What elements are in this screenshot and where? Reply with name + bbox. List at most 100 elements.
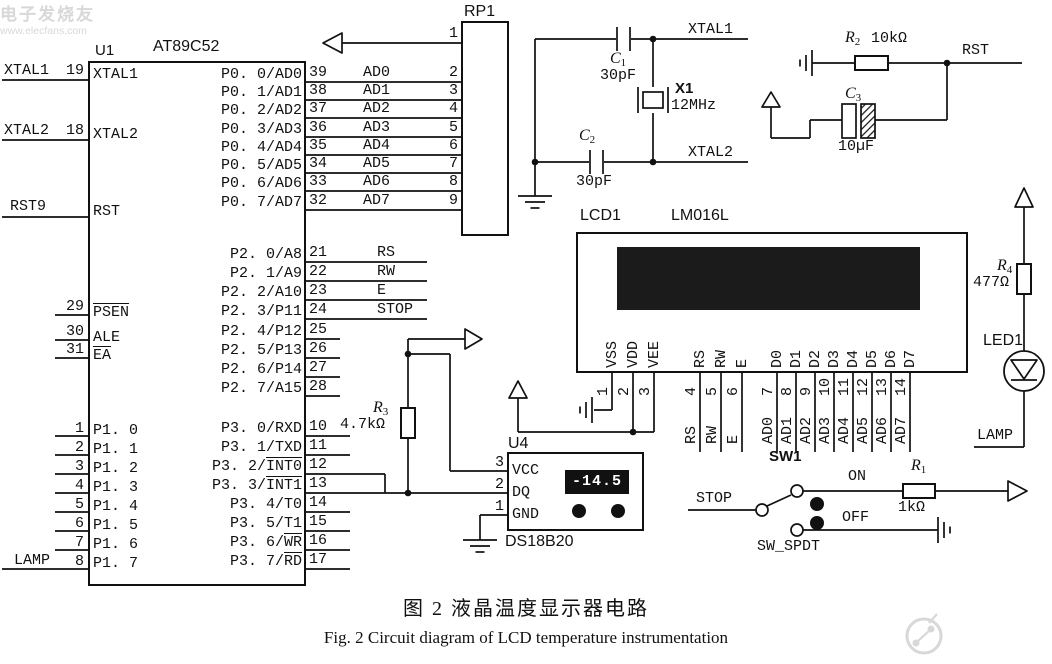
u1-pin-label-p11: P1. 1 (93, 441, 139, 458)
lcd-net-e: E (725, 434, 742, 444)
net-label-rw: RW (377, 263, 396, 280)
watermark-logo-icon (912, 639, 920, 647)
u1-pin-label-p17: P1. 7 (93, 555, 139, 572)
r3-ref: R3 (373, 399, 389, 418)
lcd-net-ad3: AD3 (817, 416, 834, 444)
rp1-ref: RP1 (464, 3, 496, 20)
sw1-off-contact (790, 523, 804, 537)
c3-value: 10µF (838, 138, 875, 155)
lcd-pin-num-3: 3 (637, 386, 654, 396)
u1-pin-num-31: 31 (65, 341, 84, 358)
u1-pin-num-30: 30 (65, 323, 84, 340)
u1-pin-num-18: 18 (65, 122, 84, 139)
lcd-net-ad4: AD4 (836, 416, 853, 444)
u1-pin-label-p20: P2. 0/A8 (229, 246, 302, 263)
sw1-pole-contact (755, 503, 769, 517)
u1-body (88, 61, 306, 586)
lcd-net-rs: RS (683, 425, 700, 444)
u1-pin-label-xtal2: XTAL2 (93, 126, 139, 143)
net-label-rs: RS (377, 244, 396, 261)
u1-pin-label-ale: ALE (93, 329, 121, 346)
u1-pin-num-12: 12 (309, 456, 328, 473)
lcd-pin-num-2: 2 (616, 386, 633, 396)
u1-pin-label-p15: P1. 5 (93, 517, 139, 534)
u1-pin-num-5: 5 (74, 496, 84, 513)
u1-pin-label-p01: P0. 1/AD1 (220, 84, 302, 101)
rp1-pin-num-8: 8 (448, 173, 458, 190)
rp1-pin-num-3: 3 (448, 82, 458, 99)
u1-net-xtal1: XTAL1 (4, 62, 50, 79)
u1-pin-num-24: 24 (309, 301, 328, 318)
c3-plate (841, 103, 857, 139)
rp1-pin-num-6: 6 (448, 137, 458, 154)
lcd-net-ad5: AD5 (855, 416, 872, 444)
u1-pin-label-p16: P1. 6 (93, 536, 139, 553)
watermark-logo-icon (927, 625, 935, 633)
c1-value: 30pF (600, 67, 637, 84)
u1-net-xtal2: XTAL2 (4, 122, 50, 139)
c3-ref: C3 (845, 85, 862, 104)
u4-dot (611, 504, 625, 518)
u1-pin-label-psen: PSEN (93, 304, 130, 321)
lcd-pin-num-14: 14 (893, 377, 910, 396)
lcd-pin-name-e: E (734, 358, 751, 368)
u1-pin-num-22: 22 (309, 263, 328, 280)
lcd-net-ad6: AD6 (874, 416, 891, 444)
lcd-pin-name-vss: VSS (604, 340, 621, 368)
net-label-ad7: AD7 (363, 192, 391, 209)
net-label-e: E (377, 282, 387, 299)
led1-symbol (1003, 350, 1045, 392)
lcd-net-rw: RW (704, 425, 721, 444)
u1-pin-num-36: 36 (309, 119, 328, 136)
r1-value: 1kΩ (898, 499, 926, 516)
x1-ref: X1 (675, 80, 694, 97)
u1-pin-label-rst: RST (93, 203, 121, 220)
watermark-logo-icon (905, 617, 943, 655)
u1-pin-label-p35: P3. 5/T1 (229, 515, 302, 532)
u4-pin-label-dq: DQ (512, 484, 531, 501)
vcc-arrow-up-icon (508, 380, 528, 399)
sw1-ref: SW1 (769, 448, 802, 465)
u1-pin-num-19: 19 (65, 62, 84, 79)
watermark-logo-icon (917, 630, 930, 642)
x1-value: 12MHz (671, 97, 717, 114)
u1-pin-num-13: 13 (309, 475, 328, 492)
u1-pin-label-p04: P0. 4/AD4 (220, 139, 302, 156)
c2-value: 30pF (576, 173, 613, 190)
u1-pin-num-35: 35 (309, 137, 328, 154)
watermark-brand-text: 电子发烧友 (0, 5, 95, 24)
net-label-ad0: AD0 (363, 64, 391, 81)
sw1-lever (766, 494, 792, 507)
u1-pin-label-p36: P3. 6/WR (229, 534, 302, 551)
lcd-pin-num-10: 10 (817, 377, 834, 396)
net-label-ad3: AD3 (363, 119, 391, 136)
watermark-logo-icon (928, 613, 938, 624)
u1-pin-num-29: 29 (65, 298, 84, 315)
rp1-pin-num-9: 9 (448, 192, 458, 209)
u1-net-rst9: RST9 (10, 198, 47, 215)
u1-ref: U1 (95, 42, 115, 59)
sw1-on-label: ON (848, 468, 867, 485)
r4-resistor-body (1016, 263, 1032, 295)
u4-pin-num-3: 3 (494, 454, 504, 471)
net-label-stop: STOP (377, 301, 414, 318)
lcd-net-ad7: AD7 (893, 416, 910, 444)
lcd-net-ad1: AD1 (779, 416, 796, 444)
u4-body (507, 452, 644, 531)
lcd-pin-num-11: 11 (836, 377, 853, 396)
lcd-screen (617, 247, 920, 310)
u1-pin-label-p37: P3. 7/RD (229, 553, 302, 570)
r1-ref: R1 (911, 457, 927, 476)
u1-part: AT89C52 (153, 38, 220, 55)
net-label-ad1: AD1 (363, 82, 391, 99)
vcc-arrow-up-icon (1014, 187, 1034, 208)
lcd-net-ad0: AD0 (760, 416, 777, 444)
u1-pin-num-4: 4 (74, 477, 84, 494)
u1-pin-label-p26: P2. 6/P14 (220, 361, 302, 378)
lcd-pin-name-d0: D0 (769, 349, 786, 368)
u4-pin-num-1: 1 (494, 498, 504, 515)
u1-pin-num-33: 33 (309, 173, 328, 190)
lcd-ref: LCD1 (580, 207, 621, 224)
u4-dot (572, 504, 586, 518)
